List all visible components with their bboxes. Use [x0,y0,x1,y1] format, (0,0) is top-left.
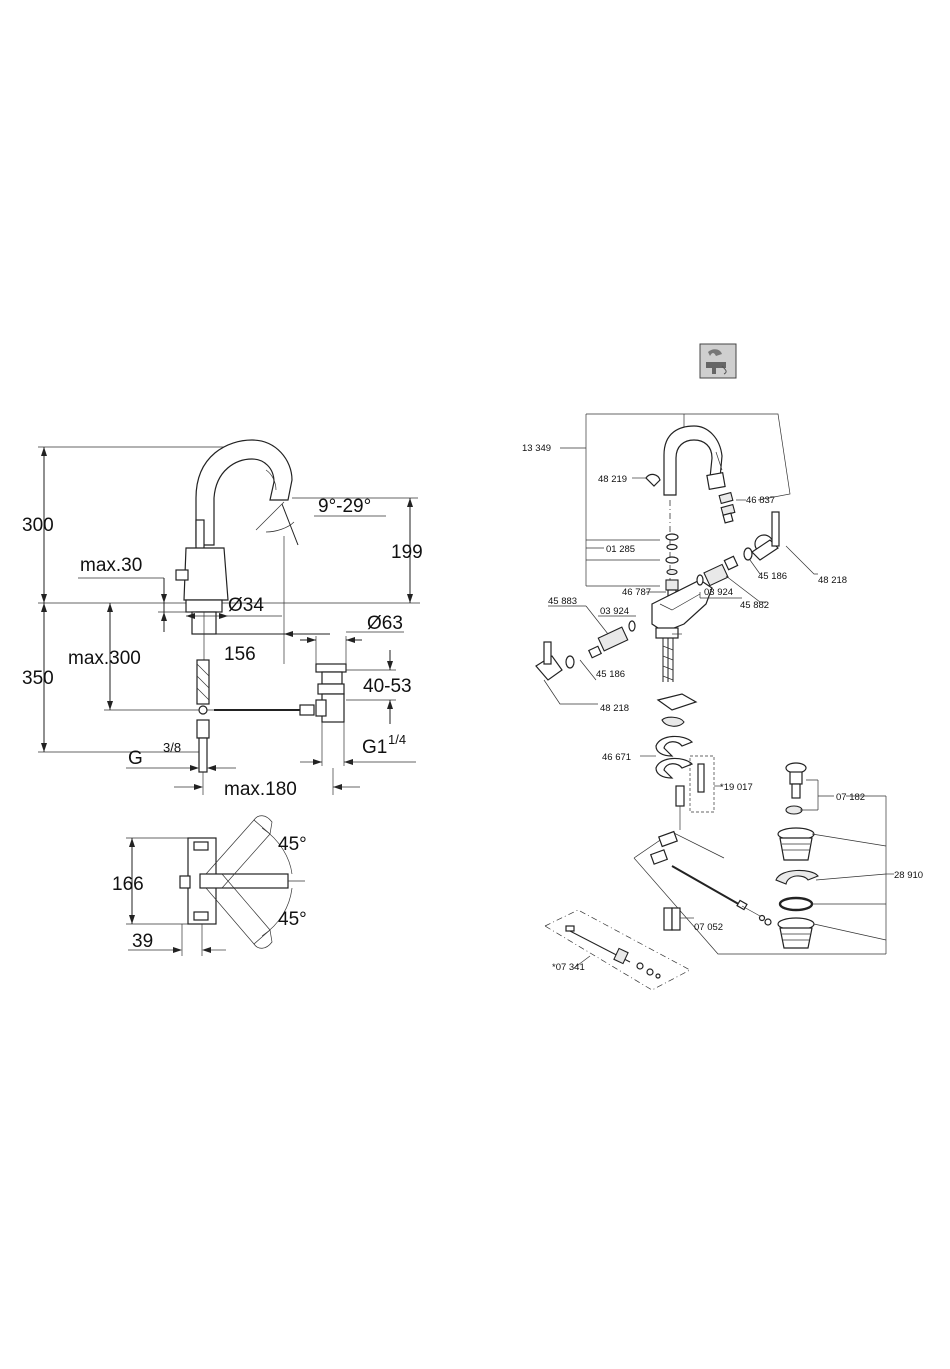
dim-height-below: 350 [22,668,54,689]
part-label-cartridge-right: 45 882 [740,600,769,611]
part-waste-set [776,828,818,948]
part-aerator-left [646,474,660,486]
dim-max-300: max.300 [68,648,141,669]
part-label-oring-right: 03 924 [704,587,733,598]
part-aerator-right [719,493,735,523]
dim-top-width: 166 [112,874,144,895]
dim-top-offset: 39 [132,931,153,952]
part-cartridge-right [697,556,738,585]
part-handle-left [536,642,574,680]
dim-connection-g: G [128,748,143,769]
part-label-cartridge-left: 45 883 [548,596,577,607]
part-label-waste-set: 28 910 [894,870,923,881]
dim-connection-fraction: 3/8 [163,740,181,755]
dim-waste-thread: G1 [362,737,387,758]
dim-swivel-lower: 45° [278,909,307,930]
dim-max-30: max.30 [80,555,142,576]
exploded-parts-view: 13 349 46 837 48 219 01 285 [522,344,923,990]
dim-spout-height: 199 [391,542,423,563]
dim-waste-adjust: 40-53 [363,676,412,697]
dim-spout-angle: 9°-29° [318,496,371,517]
dim-height-top: 300 [22,515,54,536]
dim-waste-thread-fraction: 1/4 [388,732,406,747]
top-view-drawing: 166 45° 45° 39 [112,816,307,956]
part-label-handle-left: 48 218 [600,703,629,714]
dim-max-180: max.180 [224,779,297,800]
spout-outline [196,440,292,545]
part-label-pop-up-head: 07 182 [836,792,865,803]
part-label-aerator-right: 46 837 [746,495,775,506]
part-label-rod-set: *07 341 [552,962,585,973]
part-label-cartridge-center: 46 787 [622,587,651,598]
part-label-handle-right-rosette: 45 186 [758,571,787,582]
top-spout [200,874,288,888]
part-label-aerator-left: 48 219 [598,474,627,485]
dim-reach: 156 [224,644,256,665]
faucet-body [184,548,228,600]
part-label-handle-right: 48 218 [818,575,847,586]
part-label-pull-rod: 07 052 [694,922,723,933]
part-label-seal-stack: 01 285 [606,544,635,555]
part-label-fixing-tool: *19 017 [720,782,753,793]
dim-waste-diameter: Ø63 [367,613,403,634]
part-label-spout: 13 349 [522,443,551,454]
part-label-handle-left-rosette: 45 186 [596,669,625,680]
part-label-oring-left: 03 924 [600,606,629,617]
part-pop-up-head [786,763,806,814]
part-seal-stack [666,534,678,575]
tap-and-water-icon [700,344,736,378]
part-main-body [652,580,712,632]
dim-swivel-upper: 45° [278,834,307,855]
part-label-mounting-set: 46 671 [602,752,631,763]
side-view-drawing: 300 350 9°-29° 199 max.30 [22,440,423,800]
pop-up-waste [316,664,346,766]
part-handle-right [744,512,779,560]
part-pull-rod [672,866,742,906]
part-cartridge-left [589,621,635,658]
dim-body-diameter: Ø34 [228,595,264,616]
